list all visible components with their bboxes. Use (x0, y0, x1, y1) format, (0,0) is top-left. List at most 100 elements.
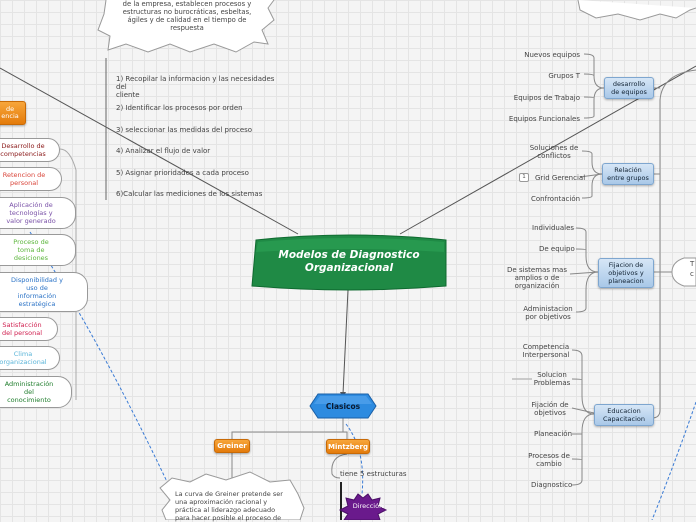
edge-line: c (690, 270, 694, 278)
item-line: Solucion (537, 371, 567, 379)
item-competencia-interpersonal[interactable]: Competencia Interpersonal (518, 343, 574, 359)
pill-line: toma de (17, 246, 45, 254)
step-1[interactable]: 1) Recopilar la informacion y las necesi… (116, 75, 286, 99)
pill-line: Satisfacción (2, 321, 42, 329)
cloud-line: respuesta (170, 24, 204, 32)
pill-line: valor generado (6, 217, 56, 225)
item-solucion-problemas[interactable]: Solucion Problemas (530, 371, 574, 387)
cloud-line: para hacer posible el proceso de (175, 514, 282, 522)
item-procesos-cambio[interactable]: Procesos de cambio (524, 452, 574, 468)
central-topic[interactable]: Modelos de Diagnostico Organizacional (252, 236, 446, 288)
pill-line: Administración (4, 380, 54, 388)
central-line: Modelos de Diagnostico (278, 249, 420, 261)
pill-line: organizacional (0, 358, 47, 366)
left-orange-line: encia (1, 112, 19, 120)
item-diagnostico[interactable]: Diagnostico (531, 481, 573, 489)
step-text: cliente (116, 91, 140, 99)
node-desarrollo-equipos[interactable]: desarrollo de equipos (604, 77, 654, 99)
node-fijacion-objetivos[interactable]: Fijacion de objetivos y planeacion (598, 258, 654, 288)
step-5[interactable]: 5) Asignar prioridades a cada proceso (116, 169, 249, 177)
node-clasicos[interactable]: Clasicos (325, 401, 361, 411)
item-line: De sistemas mas (507, 266, 567, 274)
step-text: 1) Recopilar la informacion y las necesi… (116, 75, 275, 91)
item-grid-gerencial[interactable]: Grid Gerencial (535, 174, 586, 182)
right-edge-node-text[interactable]: T c (690, 260, 694, 278)
node-mintzberg[interactable]: Mintzberg (326, 439, 370, 454)
pill-line: Clima (13, 350, 33, 358)
pill-line: uso de (26, 284, 48, 292)
item-line: por objetivos (525, 313, 571, 321)
pill-line: personal (9, 179, 39, 187)
pill-line: del personal (1, 329, 43, 337)
node-line: planeacion (608, 277, 644, 285)
cloud-line: una aproximación racional y (175, 498, 268, 506)
item-line: objetivos (534, 409, 566, 417)
item-grupos-t[interactable]: Grupos T (548, 72, 580, 80)
cloud-line: de la empresa, establecen procesos y (122, 0, 252, 8)
node-line: objetivos y (608, 269, 644, 277)
item-line: conflictos (537, 152, 571, 160)
edge-line: T (690, 260, 695, 268)
node-relacion-grupos[interactable]: Relación entre grupos (602, 163, 654, 185)
item-fijacion-objetivos[interactable]: Fijación de objetivos (526, 401, 574, 417)
node-line: Fijacion de (608, 261, 644, 269)
item-planeacion[interactable]: Planeación (534, 430, 573, 438)
left-orange-node[interactable]: de encia (0, 101, 26, 125)
central-line: Organizacional (304, 262, 394, 274)
item-equipos-trabajo[interactable]: Equipos de Trabajo (513, 94, 580, 102)
item-de-equipo[interactable]: De equipo (539, 245, 575, 253)
node-line: de equipos (611, 88, 647, 96)
step-3[interactable]: 3) seleccionar las medidas del proceso (116, 126, 253, 134)
item-line: Soluciones de (529, 144, 579, 152)
step-4[interactable]: 4) Analizar el flujo de valor (116, 147, 211, 155)
pill-line: desiciones (13, 254, 49, 262)
pill-line: del (24, 388, 34, 396)
item-line: cambio (536, 460, 562, 468)
item-line: Problemas (533, 379, 571, 387)
pill-line: competencias (0, 150, 46, 158)
node-direccion[interactable]: Dirección (352, 502, 384, 510)
top-cloud-text: de la empresa, establecen procesos y est… (112, 0, 262, 32)
item-line: Fijación de (531, 401, 569, 409)
node-line: Educacion (607, 407, 641, 415)
cloud-line: La curva de Greiner pretende ser (175, 490, 283, 498)
node-greiner[interactable]: Greiner (214, 439, 250, 453)
pill-line: información (17, 292, 57, 300)
node-line: Capacitacion (602, 415, 646, 423)
step-6[interactable]: 6)Calcular las mediciones de los sistema… (116, 190, 263, 198)
step-2[interactable]: 2) Identificar los procesos por orden (116, 104, 243, 112)
pill-line: estratégica (18, 300, 56, 308)
item-administacion-objetivos[interactable]: Administacion por objetivos (520, 305, 576, 321)
item-equipos-funcionales[interactable]: Equipos Funcionales (508, 115, 580, 123)
node-line: entre grupos (607, 174, 649, 182)
pill-line: conocimiento (7, 396, 51, 404)
greiner-cloud-text: La curva de Greiner pretende ser una apr… (175, 490, 295, 522)
item-line: Competencia (522, 343, 570, 351)
badge-count: 1 (519, 173, 529, 182)
item-soluciones-conflictos[interactable]: Soluciones de conflictos (526, 144, 582, 160)
pill-line: Desarrollo de (1, 142, 45, 150)
item-line: Procesos de (528, 452, 570, 460)
cloud-line: ágiles y de calidad en el tiempo de (127, 16, 247, 24)
item-sistemas-amplios[interactable]: De sistemas mas amplios o de organizació… (504, 266, 570, 290)
item-line: organización (514, 282, 560, 290)
item-line: Interpersonal (522, 351, 570, 359)
item-nuevos-equipos[interactable]: Nuevos equipos (524, 51, 580, 59)
pill-line: Proceso de (13, 238, 49, 246)
node-educacion-capacitacion[interactable]: Educacion Capacitacion (594, 404, 654, 426)
mintzberg-structures[interactable]: tiene 5 estructuras (340, 470, 407, 478)
pill-line: Retencion de (2, 171, 46, 179)
pill-line: tecnologías y (9, 209, 53, 217)
node-line: desarrollo (612, 80, 646, 88)
item-individuales[interactable]: Individuales (532, 224, 575, 232)
item-confrontacion[interactable]: Confrontación (531, 195, 581, 203)
